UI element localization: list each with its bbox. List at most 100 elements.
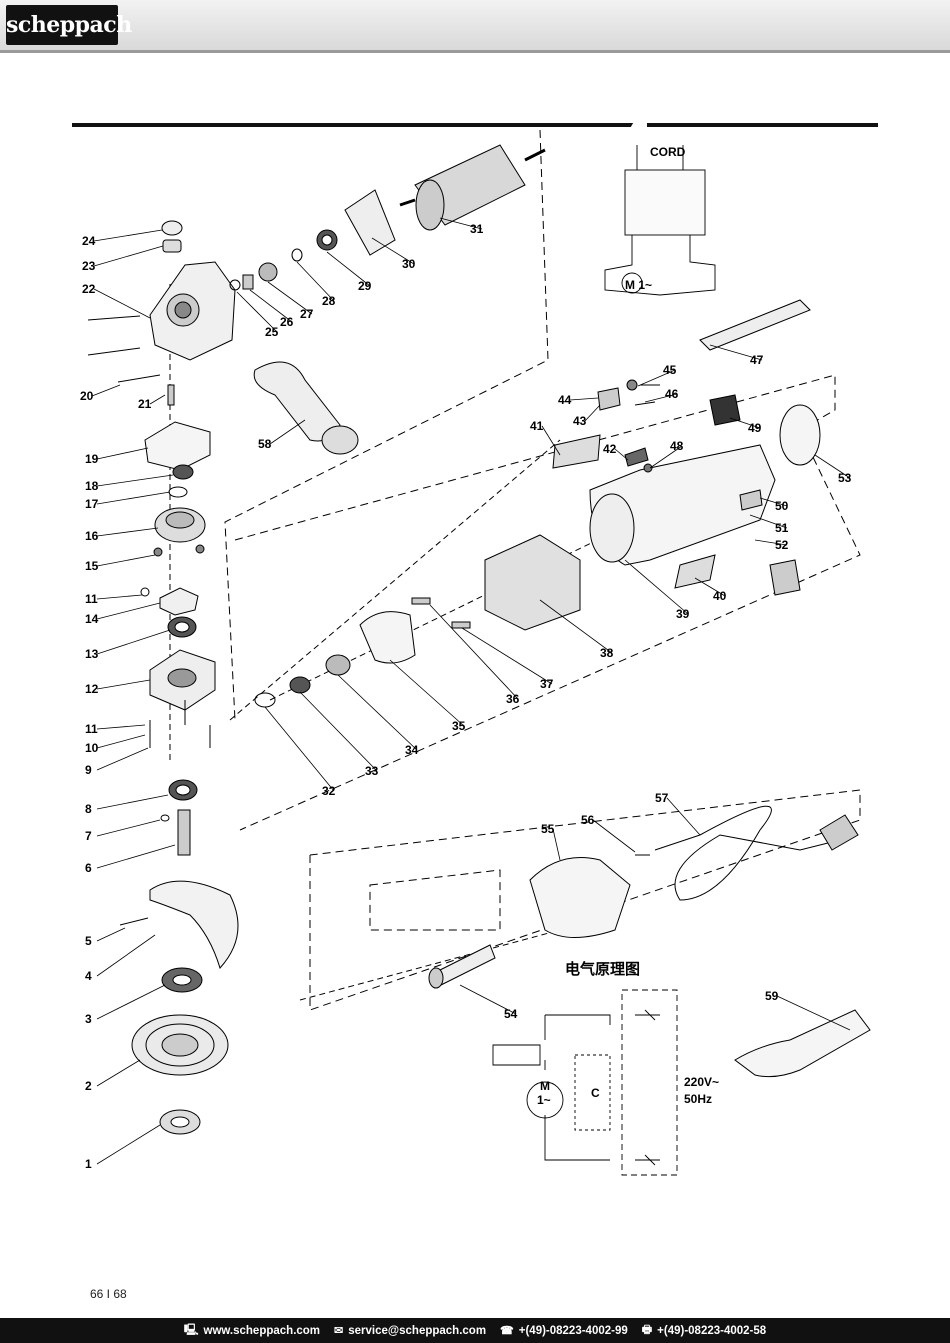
part-label-44: 44 — [558, 393, 572, 407]
leader-line-46 — [644, 393, 678, 403]
leader-line-4 — [96, 934, 156, 977]
part-label-23: 23 — [82, 259, 96, 273]
part-label-58: 58 — [258, 437, 272, 451]
header-bar: scheppach — [0, 0, 950, 53]
part-label-25: 25 — [265, 325, 279, 339]
part-label-18: 18 — [85, 479, 99, 493]
leader-line-42 — [614, 448, 629, 461]
switch-motor-label: M 1~ — [625, 278, 652, 292]
schematic-motor-label: M — [540, 1079, 550, 1093]
leader-line-52 — [754, 539, 788, 546]
part-label-50: 50 — [775, 499, 789, 513]
leader-line-37 — [461, 627, 553, 685]
leader-line-38 — [539, 599, 613, 654]
leader-line-18 — [96, 474, 174, 487]
leader-line-45 — [637, 369, 676, 387]
part-label-38: 38 — [600, 646, 614, 660]
leader-line-39 — [624, 559, 689, 615]
leader-line-57 — [666, 797, 701, 836]
leader-line-59 — [776, 995, 851, 1031]
leader-line-11 — [96, 594, 143, 600]
leader-line-48 — [649, 445, 683, 469]
leader-line-17 — [96, 491, 171, 505]
footer-fax-text: +(49)-08223-4002-58 — [657, 1324, 767, 1337]
part-label-43: 43 — [573, 414, 587, 428]
phone-icon: ☎ — [500, 1325, 514, 1337]
leader-line-51 — [749, 514, 788, 529]
leader-line-7 — [96, 819, 161, 837]
leader-line-31 — [439, 217, 483, 230]
leader-line-50 — [759, 497, 788, 507]
leader-line-15 — [96, 554, 156, 567]
leader-line-12 — [96, 679, 151, 690]
leader-line-6 — [96, 844, 176, 869]
part-label-16: 16 — [85, 529, 99, 543]
leader-line-30 — [371, 237, 415, 265]
leader-line-34 — [337, 674, 418, 751]
leader-line-27 — [267, 281, 313, 315]
leader-line-47 — [709, 344, 763, 361]
part-label-26: 26 — [280, 315, 294, 329]
part-label-11: 11 — [85, 592, 98, 606]
part-label-12: 12 — [85, 682, 99, 696]
leader-line-29 — [326, 251, 371, 287]
part-label-7: 7 — [85, 829, 92, 843]
cord-label: CORD — [650, 145, 686, 159]
part-label-36: 36 — [506, 692, 520, 706]
part-label-34: 34 — [405, 743, 419, 757]
part-label-51: 51 — [775, 521, 789, 535]
leader-line-54 — [459, 984, 517, 1015]
part-label-56: 56 — [581, 813, 595, 827]
part-label-28: 28 — [322, 294, 336, 308]
leader-line-1 — [96, 1124, 161, 1165]
part-label-2: 2 — [85, 1079, 92, 1093]
leader-line-3 — [96, 984, 166, 1020]
part-label-35: 35 — [452, 719, 466, 733]
leader-line-41 — [541, 425, 561, 456]
fax-icon: 🖶 — [641, 1324, 653, 1336]
mail-icon: ✉ — [334, 1325, 344, 1337]
part-label-4: 4 — [85, 969, 92, 983]
part-label-24: 24 — [82, 234, 96, 248]
part-label-59: 59 — [765, 989, 779, 1003]
leader-line-53 — [814, 454, 851, 479]
title-rule — [72, 121, 878, 129]
part-label-29: 29 — [358, 279, 372, 293]
part-label-3: 3 — [85, 1012, 92, 1026]
part-label-45: 45 — [663, 363, 677, 377]
leader-line-13 — [96, 629, 171, 655]
leader-line-44 — [569, 397, 599, 401]
leader-line-55 — [552, 828, 561, 861]
schematic-motor-phase: 1~ — [537, 1093, 551, 1107]
part-label-33: 33 — [365, 764, 379, 778]
schematic-capacitor-label: C — [591, 1086, 600, 1100]
leader-line-32 — [264, 706, 335, 792]
footer-phone: ☎ +(49)-08223-4002-99 — [500, 1324, 628, 1338]
part-label-30: 30 — [402, 257, 416, 271]
leader-line-58 — [269, 419, 306, 445]
part-label-46: 46 — [665, 387, 679, 401]
leader-line-24 — [93, 229, 163, 242]
part-label-27: 27 — [300, 307, 314, 321]
part-label-15: 15 — [85, 559, 99, 573]
part-label-52: 52 — [775, 538, 789, 552]
part-label-21: 21 — [138, 397, 152, 411]
footer-website-text: www.scheppach.com — [203, 1324, 321, 1337]
part-label-47: 47 — [750, 353, 764, 367]
leader-line-43 — [584, 404, 601, 422]
part-label-20: 20 — [80, 389, 94, 403]
footer-website[interactable]: 🖳 www.scheppach.com — [184, 1321, 320, 1340]
part-label-19: 19 — [85, 452, 99, 466]
part-label-8: 8 — [85, 802, 92, 816]
part-label-57: 57 — [655, 791, 669, 805]
scheppach-logo: scheppach — [6, 5, 132, 45]
footer-email[interactable]: ✉ service@scheppach.com — [334, 1324, 487, 1338]
leader-line-22 — [93, 288, 151, 319]
part-label-37: 37 — [540, 677, 554, 691]
footer-email-text: service@scheppach.com — [348, 1324, 487, 1337]
part-label-14: 14 — [85, 612, 99, 626]
computer-icon: 🖳 — [183, 1324, 199, 1336]
leader-line-49 — [729, 417, 761, 429]
part-label-1: 1 — [85, 1157, 92, 1171]
